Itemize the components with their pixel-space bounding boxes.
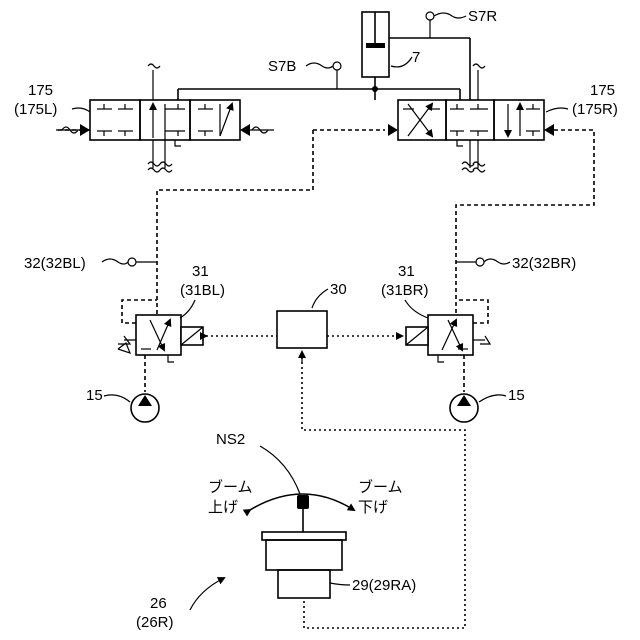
prop-valve-right-subtitle: (31BR) [381,282,429,299]
lever-unit-label: 29(29RA) [352,577,416,594]
operating-lever-device [250,494,354,598]
sensor-s7r [426,12,466,38]
pump-right-label: 15 [508,387,525,404]
pressure-sensor-32br [456,258,510,266]
boom-up-line2: 上げ [208,498,238,516]
pressure-sensor-32bl-label: 32(32BL) [24,255,86,272]
operating-device-number: 26 [150,595,167,612]
boom-down-line2: 下げ [358,498,388,516]
controller-label: 30 [330,281,347,298]
pump-right [450,394,478,422]
valve-right-subtitle: (175R) [572,101,618,118]
pressure-sensor-32bl [102,258,157,266]
boom-down-line1: ブーム [358,478,403,496]
prop-valve-right-number: 31 [398,263,415,280]
pump-left [131,394,159,422]
valve-left-subtitle: (175L) [14,101,57,118]
valve-right-number: 175 [590,82,615,99]
controller-box [277,311,327,348]
control-valve-left [56,64,274,172]
pump-left-label: 15 [86,387,103,404]
prop-valve-left-number: 31 [192,263,209,280]
valve-left-number: 175 [28,82,53,99]
sensor-s7b-label: S7B [268,58,296,75]
pressure-sensor-32br-label: 32(32BR) [512,255,576,272]
proportional-valve-left [118,300,203,392]
cylinder-label: 7 [412,49,420,66]
prop-valve-left-subtitle: (31BL) [180,282,225,299]
sensor-s7b [306,62,341,89]
control-valve-right [388,64,554,172]
lever-sensor-label: NS2 [216,431,245,448]
boom-up-line1: ブーム [208,478,253,496]
sensor-s7r-label: S7R [468,8,497,25]
operating-device-subtitle: (26R) [136,614,174,631]
